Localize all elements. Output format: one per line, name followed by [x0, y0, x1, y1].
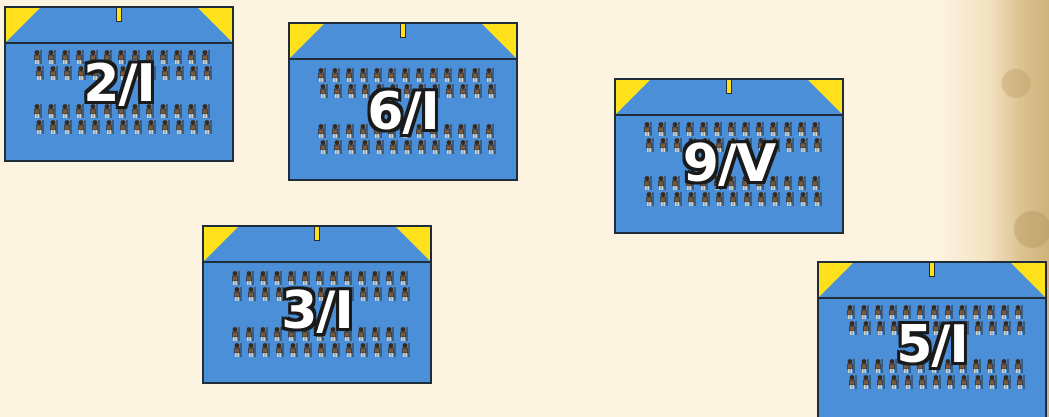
infantry-soldier-icon [847, 359, 1025, 389]
unit-label: 9/V [682, 134, 776, 194]
infantry-soldier-icon [318, 124, 496, 154]
unit-counter-9-v[interactable]: 9/V [614, 78, 844, 234]
unit-label: 5/I [896, 315, 969, 375]
infantry-soldier-icon [34, 50, 212, 80]
corner-marker-left [204, 227, 238, 261]
corner-marker-right [482, 24, 516, 58]
facing-notch [726, 80, 732, 94]
unit-counter-6-i[interactable]: 6/I [288, 22, 518, 181]
infantry-soldier-icon [847, 305, 1025, 335]
infantry-soldier-icon [644, 122, 822, 152]
corner-marker-left [819, 263, 853, 297]
facing-notch [929, 263, 935, 277]
counter-divider [290, 58, 516, 60]
facing-notch [400, 24, 406, 38]
infantry-soldier-icon [232, 271, 410, 301]
counter-divider [819, 297, 1045, 299]
unit-label: 3/I [281, 281, 354, 341]
unit-counter-3-i[interactable]: 3/I [202, 225, 432, 384]
corner-marker-right [198, 8, 232, 42]
corner-marker-right [1011, 263, 1045, 297]
infantry-soldier-icon [232, 327, 410, 357]
infantry-soldier-icon [34, 104, 212, 134]
counter-divider [6, 42, 232, 44]
counter-divider [616, 114, 842, 116]
counter-divider [204, 261, 430, 263]
unit-counter-5-i[interactable]: 5/I [817, 261, 1047, 417]
facing-notch [314, 227, 320, 241]
unit-counter-2-i[interactable]: 2/I [4, 6, 234, 162]
corner-marker-right [808, 80, 842, 114]
corner-marker-right [396, 227, 430, 261]
facing-notch [116, 8, 122, 22]
unit-label: 6/I [367, 82, 440, 142]
corner-marker-left [616, 80, 650, 114]
infantry-soldier-icon [318, 68, 496, 98]
corner-marker-left [6, 8, 40, 42]
infantry-soldier-icon [644, 176, 822, 206]
unit-label: 2/I [83, 54, 156, 114]
corner-marker-left [290, 24, 324, 58]
